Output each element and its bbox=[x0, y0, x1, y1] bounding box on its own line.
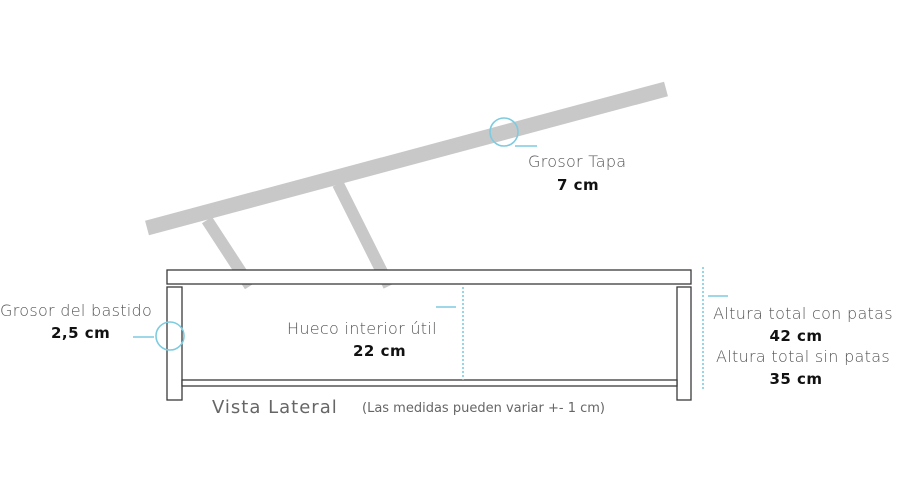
total-height-without-legs-label: Altura total sin patas bbox=[716, 347, 890, 366]
frame-thickness-label: Grosor del bastido bbox=[0, 301, 153, 320]
base-top-board bbox=[166, 269, 692, 285]
left-leg bbox=[166, 286, 183, 401]
lift-arm-right bbox=[332, 181, 395, 289]
total-height-with-legs-label: Altura total con patas bbox=[713, 304, 893, 323]
interior-space-label: Hueco interior útil bbox=[287, 319, 437, 338]
lid-thickness-value: 7 cm bbox=[557, 176, 600, 194]
lid-thickness-marker bbox=[489, 117, 519, 147]
lid-thickness-label: Grosor Tapa bbox=[528, 152, 627, 171]
raised-lid bbox=[145, 81, 668, 236]
total-height-with-legs-value: 42 cm bbox=[769, 327, 823, 345]
caption-note: (Las medidas pueden variar +- 1 cm) bbox=[362, 401, 606, 416]
total-height-without-legs-value: 35 cm bbox=[769, 370, 823, 388]
frame-thickness-value: 2,5 cm bbox=[51, 324, 111, 342]
frame-thickness-marker bbox=[155, 321, 185, 351]
right-leg bbox=[676, 286, 692, 401]
base-bottom-board bbox=[181, 379, 678, 387]
caption-title: Vista Lateral bbox=[212, 397, 338, 418]
interior-space-value: 22 cm bbox=[353, 342, 407, 360]
